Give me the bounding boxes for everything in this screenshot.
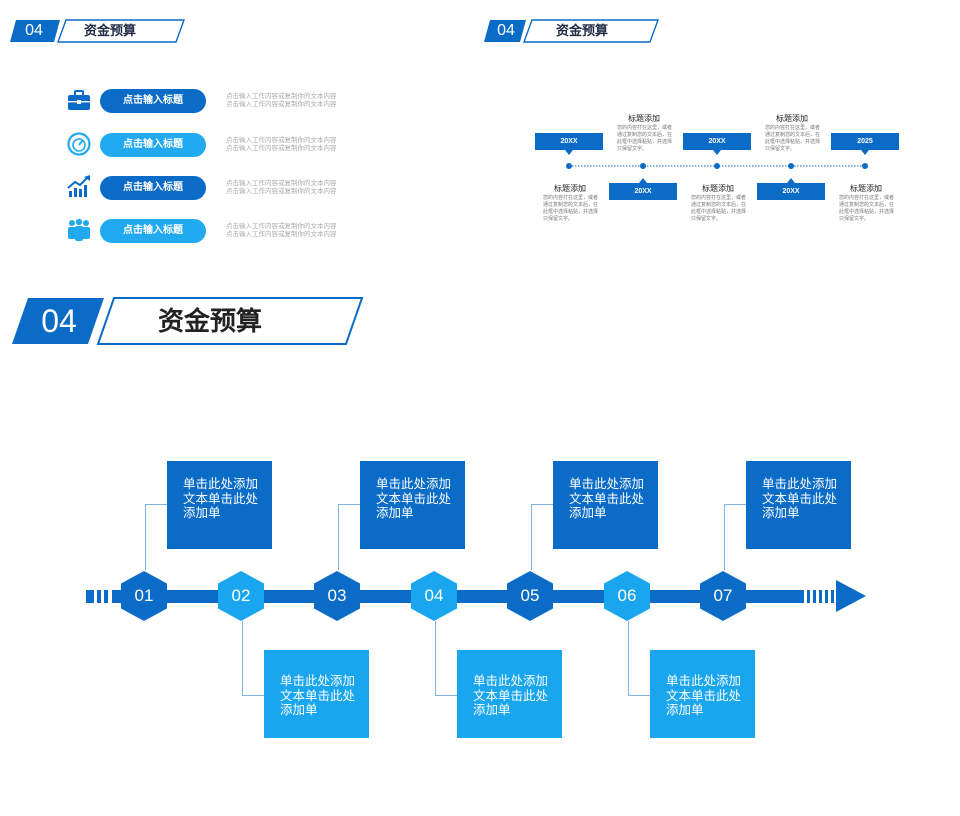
connector-4 — [435, 621, 436, 695]
list-item-3-desc-line2: 点击输入工作内容或复制你的文本内容 — [226, 188, 337, 195]
mini-timeline-title-2: 标题添加 — [628, 114, 660, 123]
team-icon — [68, 218, 90, 241]
mini-timeline-text-1: 您的内容打在这里，或者通过复制您的文本后，在此框中选择粘贴，并选择只保留文字。 — [543, 195, 599, 222]
mini-timeline-title-1: 标题添加 — [554, 184, 586, 193]
list-item-2-desc-line2: 点击输入工作内容或复制你的文本内容 — [226, 145, 337, 152]
mini-timeline-pointer-2 — [639, 178, 647, 183]
mini-timeline-box-4: 20XX — [757, 183, 825, 200]
mini-timeline-box-5: 2025 — [831, 133, 899, 150]
mini-timeline-pointer-5 — [861, 150, 869, 155]
list-item-1-desc-line2: 点击输入工作内容或复制你的文本内容 — [226, 101, 337, 108]
list-item-2-desc-line1: 点击输入工作内容或复制你的文本内容 — [226, 137, 337, 144]
header-left-title: 资金预算 — [83, 23, 136, 38]
timeline-arrow-bar — [86, 580, 866, 612]
mini-timeline-text-5: 您的内容打在这里，或者通过复制您的文本后，在此框中选择粘贴，并选择只保留文字。 — [839, 195, 895, 222]
list-item-3-button[interactable]: 点击输入标题 — [100, 176, 206, 200]
connector-1 — [145, 504, 146, 570]
connector-5-h — [531, 504, 553, 505]
list-item-3-desc-line1: 点击输入工作内容或复制你的文本内容 — [226, 180, 337, 187]
mini-timeline-text-4: 您的内容打在这里，或者通过复制您的文本后，在此框中选择粘贴，并选择只保留文字。 — [765, 125, 821, 152]
mini-timeline-title-5: 标题添加 — [850, 184, 882, 193]
connector-7 — [724, 504, 725, 570]
mini-timeline-title-4: 标题添加 — [776, 114, 808, 123]
list-item-4-desc-line1: 点击输入工作内容或复制你的文本内容 — [226, 223, 337, 230]
connector-6-h — [628, 695, 650, 696]
timeline-card-7[interactable]: 单击此处添加文本单击此处添加单 — [746, 461, 851, 549]
dashboard-icon — [67, 132, 91, 156]
header-big-badge — [12, 297, 364, 345]
mini-timeline-pointer-1 — [565, 150, 573, 155]
briefcase-icon — [68, 90, 90, 110]
growth-chart-icon — [67, 175, 90, 197]
connector-2-h — [242, 695, 264, 696]
list-item-3-desc: 点击输入工作内容或复制你的文本内容 点击输入工作内容或复制你的文本内容 — [226, 180, 356, 196]
list-item-2-button[interactable]: 点击输入标题 — [100, 133, 206, 157]
list-item-4-desc: 点击输入工作内容或复制你的文本内容 点击输入工作内容或复制你的文本内容 — [226, 223, 356, 239]
mini-timeline-pointer-4 — [787, 178, 795, 183]
connector-4-h — [435, 695, 457, 696]
timeline-card-3[interactable]: 单击此处添加文本单击此处添加单 — [360, 461, 465, 549]
header-left-badge — [10, 19, 185, 43]
connector-3-h — [338, 504, 360, 505]
mini-timeline-box-2: 20XX — [609, 183, 677, 200]
connector-5 — [531, 504, 532, 570]
header-left-number: 04 — [25, 22, 43, 39]
header-big-number: 04 — [41, 303, 77, 339]
mini-timeline-box-1: 20XX — [535, 133, 603, 150]
header-right-badge — [484, 19, 659, 43]
timeline-card-1[interactable]: 单击此处添加文本单击此处添加单 — [167, 461, 272, 549]
list-item-1-desc: 点击输入工作内容或复制你的文本内容 点击输入工作内容或复制你的文本内容 — [226, 93, 356, 109]
connector-2 — [242, 621, 243, 695]
list-item-4-desc-line2: 点击输入工作内容或复制你的文本内容 — [226, 231, 337, 238]
list-item-2-desc: 点击输入工作内容或复制你的文本内容 点击输入工作内容或复制你的文本内容 — [226, 137, 356, 153]
mini-timeline-axis — [566, 163, 868, 169]
connector-1-h — [145, 504, 167, 505]
list-item-4-button[interactable]: 点击输入标题 — [100, 219, 206, 243]
mini-timeline-box-3: 20XX — [683, 133, 751, 150]
connector-3 — [338, 504, 339, 570]
mini-timeline-title-3: 标题添加 — [702, 184, 734, 193]
timeline-card-4[interactable]: 单击此处添加文本单击此处添加单 — [457, 650, 562, 738]
connector-7-h — [724, 504, 746, 505]
header-right-number: 04 — [497, 22, 515, 39]
connector-6 — [628, 621, 629, 695]
timeline-card-2[interactable]: 单击此处添加文本单击此处添加单 — [264, 650, 369, 738]
timeline-card-5[interactable]: 单击此处添加文本单击此处添加单 — [553, 461, 658, 549]
list-item-1-desc-line1: 点击输入工作内容或复制你的文本内容 — [226, 93, 337, 100]
mini-timeline-pointer-3 — [713, 150, 721, 155]
header-right-title: 资金预算 — [555, 23, 608, 38]
mini-timeline-text-2: 您的内容打在这里，或者通过复制您的文本后，在此框中选择粘贴，并选择只保留文字。 — [617, 125, 673, 152]
header-big-title: 资金预算 — [157, 306, 262, 336]
list-item-1-button[interactable]: 点击输入标题 — [100, 89, 206, 113]
mini-timeline-text-3: 您的内容打在这里，或者通过复制您的文本后，在此框中选择粘贴，并选择只保留文字。 — [691, 195, 747, 222]
timeline-card-6[interactable]: 单击此处添加文本单击此处添加单 — [650, 650, 755, 738]
